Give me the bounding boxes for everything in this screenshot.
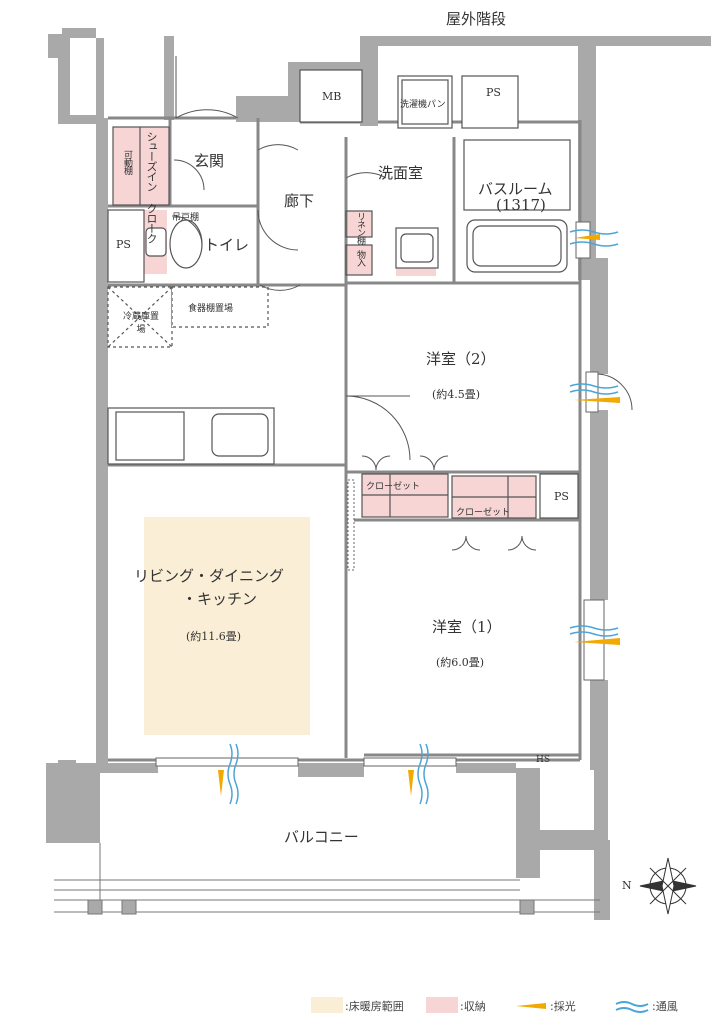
legend-ventilation-text: :通風 <box>652 1000 678 1013</box>
hanging-cabinet-label: 吊戸棚 <box>172 213 200 223</box>
ps-mid-label: PS <box>554 490 569 503</box>
closet-1-label: クローゼット <box>366 482 421 492</box>
legend-daylight-text: :採光 <box>550 1000 576 1013</box>
compass-north-label: N <box>622 879 632 892</box>
legend-floor-heating: :床暖房範囲 <box>345 998 404 1014</box>
western-room-2-area: (約4.5畳) <box>432 388 481 401</box>
ldk-area: (約11.6畳) <box>186 630 242 643</box>
storage-small-label: 物入 <box>355 250 365 266</box>
interior-walls <box>108 116 582 762</box>
ldk-label-line1: リビング・ダイニング <box>134 567 285 585</box>
windows <box>155 221 605 767</box>
door-swings <box>171 56 633 551</box>
washroom-label: 洗面室 <box>378 164 424 182</box>
hallway-label: 廊下 <box>284 192 315 210</box>
shoes-in-cloak-label: シューズイン クローク <box>145 131 158 243</box>
cupboard-space-label: 食器棚置場 <box>188 304 234 314</box>
linen-shelf-label: リネン棚 <box>355 212 365 244</box>
floor-heating-area <box>144 517 310 735</box>
legend-storage-text: :収納 <box>460 1000 486 1013</box>
legend-swatches <box>311 997 649 1013</box>
closet-2-label: クローゼット <box>456 508 511 518</box>
legend-storage: :収納 <box>460 998 486 1014</box>
western-room-1-area: (約6.0畳) <box>436 656 485 669</box>
legend-daylight: :採光 <box>550 998 576 1014</box>
compass <box>639 857 697 915</box>
western-room-2-label: 洋室（2） <box>426 350 496 368</box>
ps-top-label: PS <box>486 86 501 99</box>
fridge-space-label: 冷蔵庫置場 <box>122 312 159 335</box>
daylight-markers <box>218 234 620 796</box>
ps-left-label: PS <box>116 238 131 251</box>
balcony-railing <box>54 843 600 915</box>
bathroom-label: バスルーム <box>478 180 553 198</box>
mb-label: MB <box>322 90 342 103</box>
outer-walls <box>46 28 711 920</box>
legend-floor-heating-text: :床暖房範囲 <box>345 1000 404 1013</box>
hs-label: HS <box>536 755 551 765</box>
ventilation-markers <box>227 229 619 805</box>
ldk-label-line2: ・キッチン <box>182 590 258 608</box>
legend-ventilation: :通風 <box>652 998 678 1014</box>
washer-pan-label: 洗濯機パン <box>400 100 446 110</box>
western-room-1-label: 洋室（1） <box>432 618 502 636</box>
fixtures <box>107 69 579 519</box>
entrance-label: 玄関 <box>194 152 225 170</box>
bathroom-size-label: (1317) <box>496 196 546 214</box>
balcony-label: バルコニー <box>284 828 359 846</box>
toilet-label: トイレ <box>204 236 250 254</box>
movable-shelf-label: 可動棚 <box>122 150 132 174</box>
outdoor-stairs-label: 屋外階段 <box>446 10 507 28</box>
